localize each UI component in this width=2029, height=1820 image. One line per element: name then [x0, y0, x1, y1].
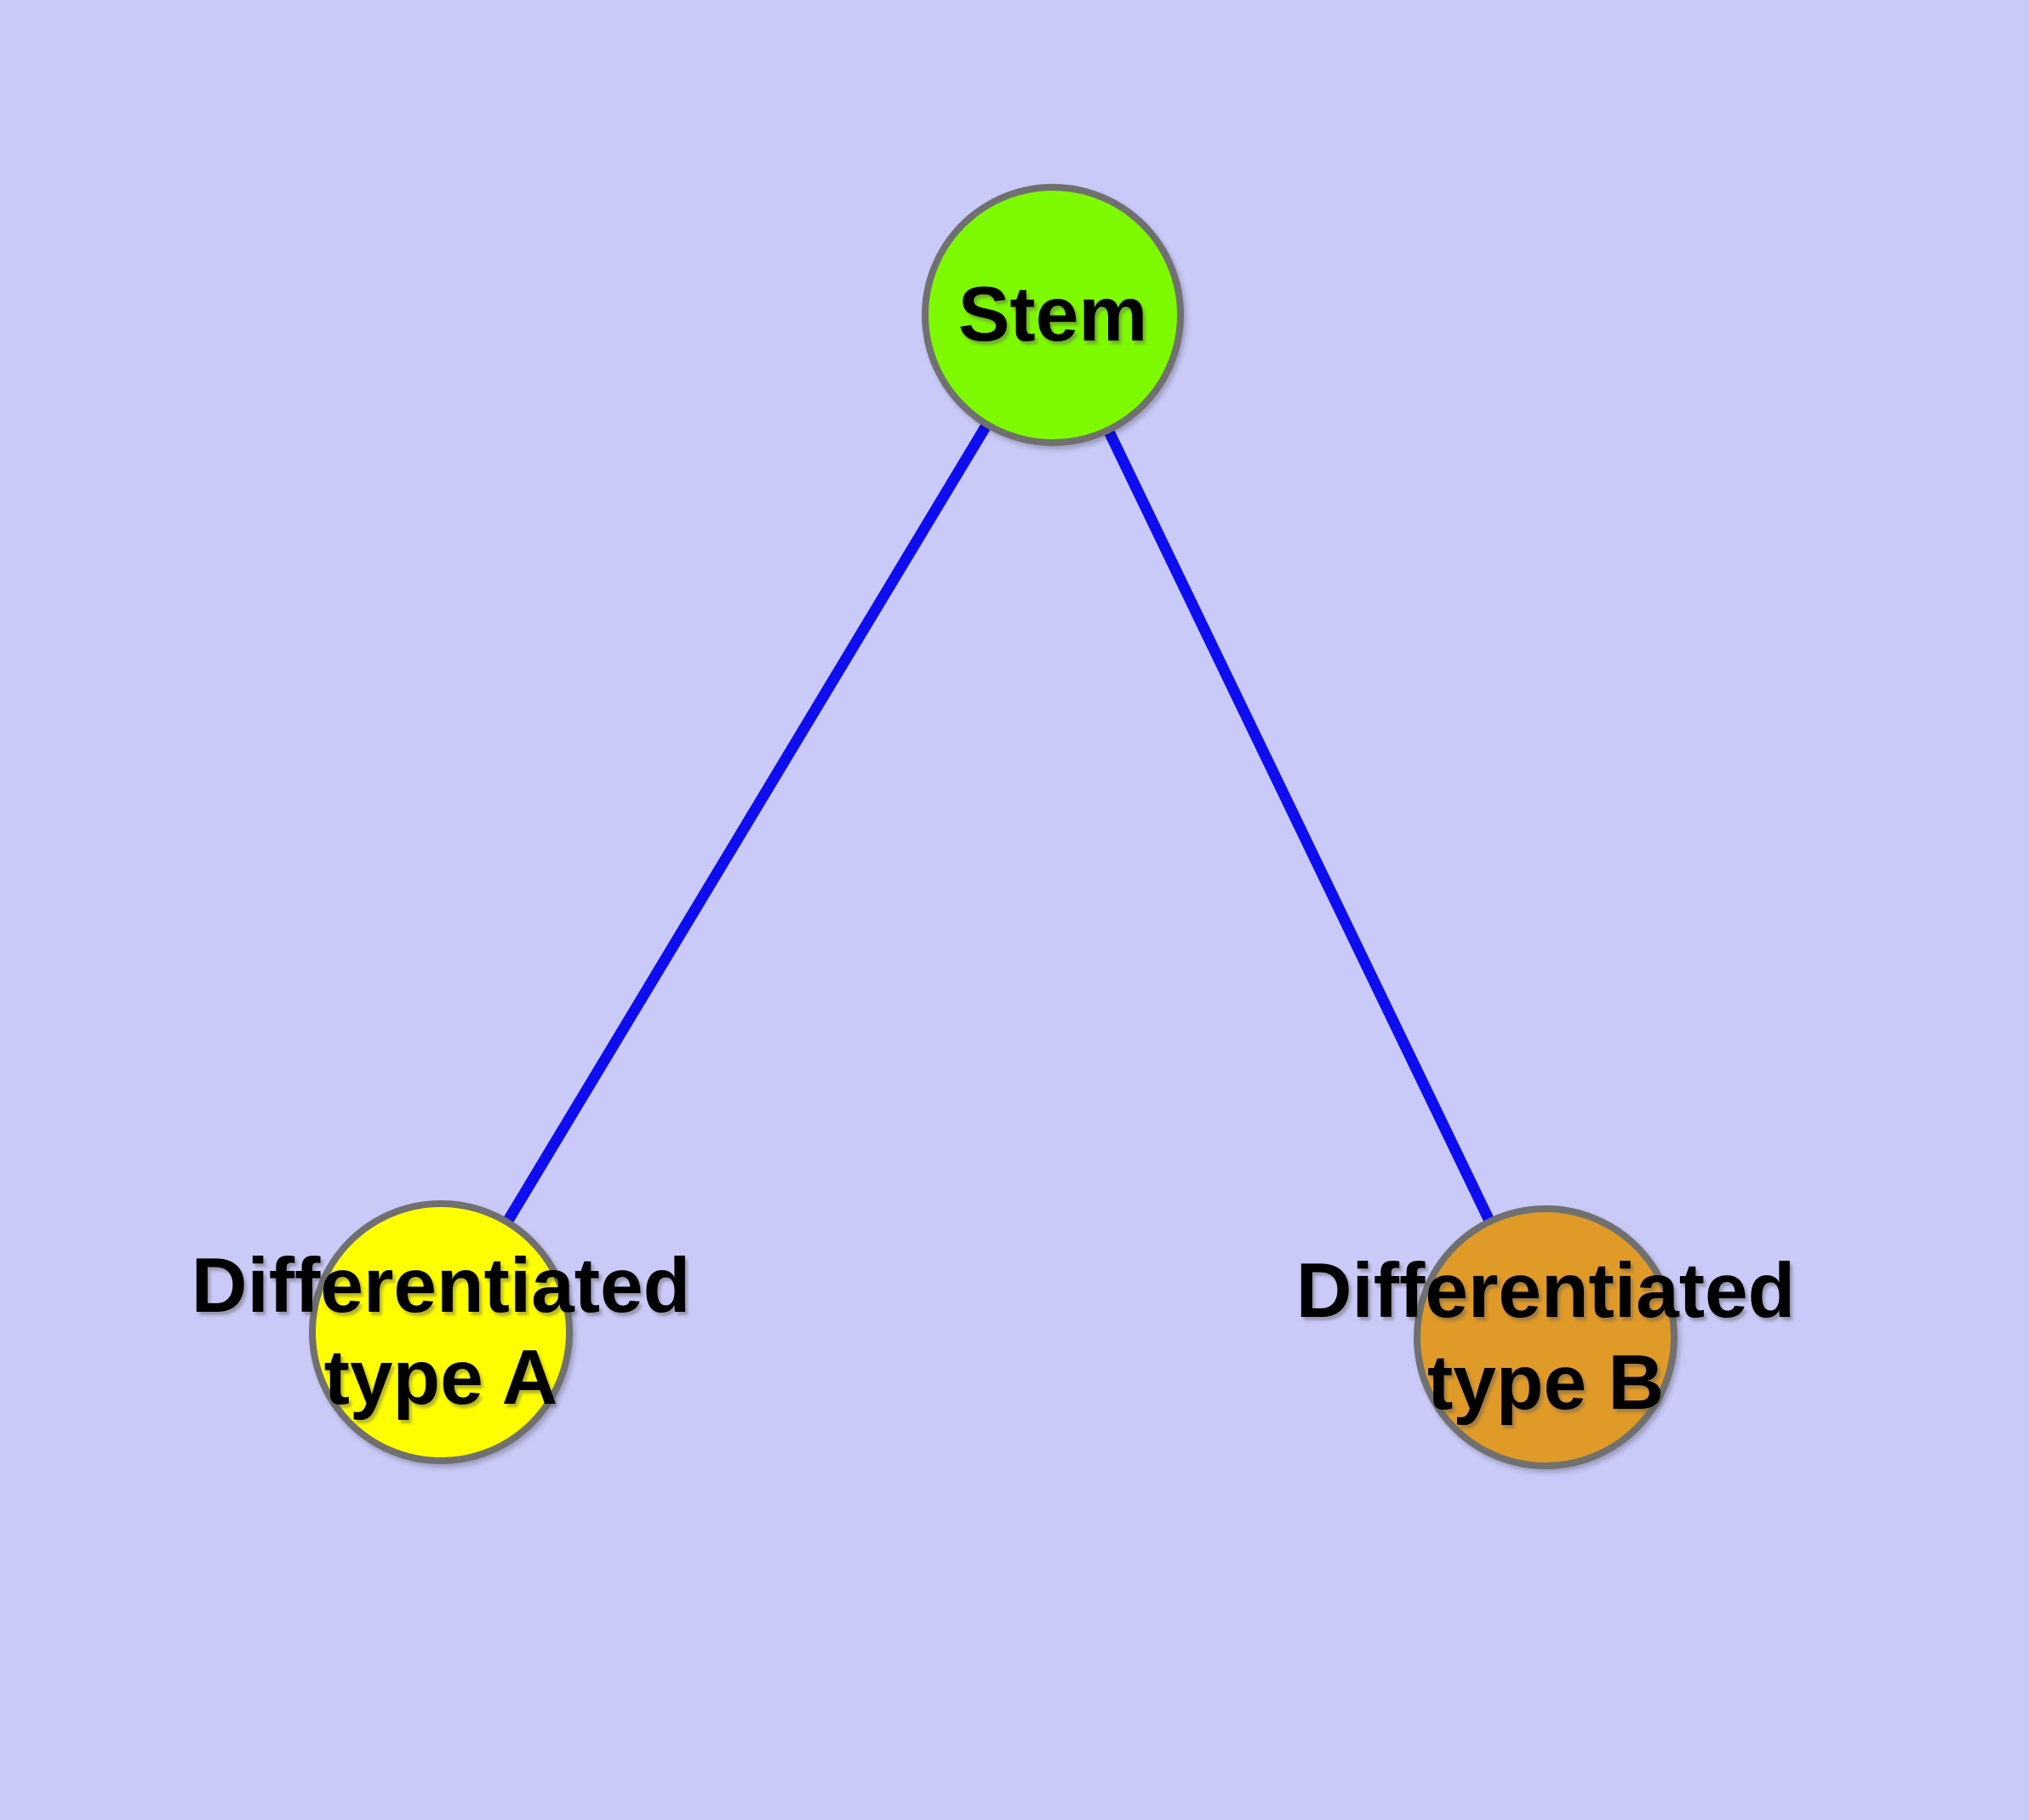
edge-stem-to-differentiated-type-b: [1048, 312, 1551, 1340]
edges-layer: [436, 312, 1551, 1340]
node-label-differentiated-type-a-line-1: Differentiated: [191, 1243, 691, 1329]
node-differentiated-type-a: [309, 1200, 573, 1464]
node-label-stem: Stem: [958, 269, 1148, 361]
node-label-stem-line-1: Stem: [957, 272, 1148, 358]
node-label-differentiated-type-a-line-2: type A: [323, 1335, 558, 1421]
node-differentiated-type-b: [1414, 1205, 1677, 1469]
node-label-differentiated-type-b-line-2: type B: [1426, 1340, 1665, 1426]
node-label-differentiated-type-b-line-1: Differentiated: [1295, 1248, 1796, 1334]
edge-stem-to-differentiated-type-a: [436, 312, 1058, 1336]
node-stem: [922, 184, 1184, 446]
nodes-layer: [309, 184, 1677, 1469]
